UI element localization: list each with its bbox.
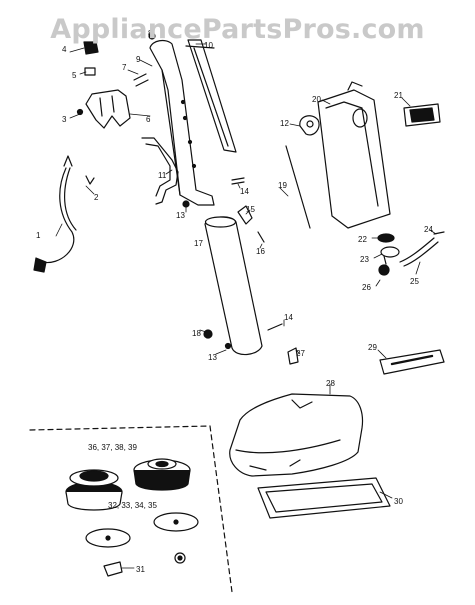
callout-10: 10 xyxy=(204,41,213,50)
part-switch-and-hose xyxy=(377,231,445,276)
callout-30: 30 xyxy=(394,497,403,506)
callout-pad-group: 32, 33, 34, 35 xyxy=(108,501,157,510)
callout-18: 18 xyxy=(192,329,201,338)
callout-7: 7 xyxy=(122,63,127,72)
callout-5: 5 xyxy=(72,71,77,80)
callout-14b: 14 xyxy=(284,313,293,322)
part-body-cover xyxy=(317,81,391,229)
callout-13a: 13 xyxy=(176,211,185,220)
callout-26: 26 xyxy=(362,283,371,292)
callout-27: 27 xyxy=(296,349,305,358)
callout-12: 12 xyxy=(280,119,289,128)
callout-22: 22 xyxy=(358,235,367,244)
callout-9: 9 xyxy=(136,55,141,64)
callout-1: 1 xyxy=(36,231,41,240)
callout-13b: 13 xyxy=(208,353,217,362)
part-handle-tube xyxy=(204,216,263,356)
callout-29: 29 xyxy=(368,343,377,352)
part-brush-right xyxy=(133,458,191,491)
part-brush-left xyxy=(65,469,123,511)
leader-lines xyxy=(55,43,437,569)
callout-21: 21 xyxy=(394,91,403,100)
part-cord-hook xyxy=(299,115,320,136)
callout-20: 20 xyxy=(312,95,321,104)
part-fasteners xyxy=(182,177,299,365)
callout-19: 19 xyxy=(278,181,287,190)
part-handle-upper xyxy=(149,39,215,206)
callout-28: 28 xyxy=(326,379,335,388)
callout-labels: 1 2 3 4 5 6 7 8 9 10 11 12 13 13 14 14 1… xyxy=(36,29,433,574)
callout-4: 4 xyxy=(62,45,67,54)
callout-8: 8 xyxy=(148,29,153,38)
part-bumper-strip xyxy=(379,349,445,375)
part-base-gasket xyxy=(257,477,391,519)
callout-3: 3 xyxy=(62,115,67,124)
part-cord-strip xyxy=(185,39,237,153)
part-label-plate xyxy=(403,103,441,127)
callout-16: 16 xyxy=(256,247,265,256)
callout-23: 23 xyxy=(360,255,369,264)
callout-15: 15 xyxy=(246,205,255,214)
part-handle-socket xyxy=(76,89,131,129)
part-handle-bracket xyxy=(141,137,179,205)
part-pad-right xyxy=(153,512,199,532)
inset-boundary xyxy=(29,425,233,593)
part-base-housing xyxy=(229,393,364,477)
part-pad-left xyxy=(85,528,131,548)
callout-2: 2 xyxy=(94,193,99,202)
callout-6: 6 xyxy=(146,115,151,124)
part-pad-drivers xyxy=(103,552,186,577)
callout-17: 17 xyxy=(194,239,203,248)
callout-11: 11 xyxy=(158,171,167,180)
part-small-hardware-top xyxy=(83,32,156,87)
watermark: AppliancePartsPros.com xyxy=(50,14,425,45)
part-power-cord xyxy=(33,155,95,273)
callout-brush-group: 36, 37, 38, 39 xyxy=(88,443,137,452)
callout-14a: 14 xyxy=(240,187,249,196)
callout-24: 24 xyxy=(424,225,433,234)
callout-31: 31 xyxy=(136,565,145,574)
part-rod xyxy=(285,145,311,229)
callout-25: 25 xyxy=(410,277,419,286)
